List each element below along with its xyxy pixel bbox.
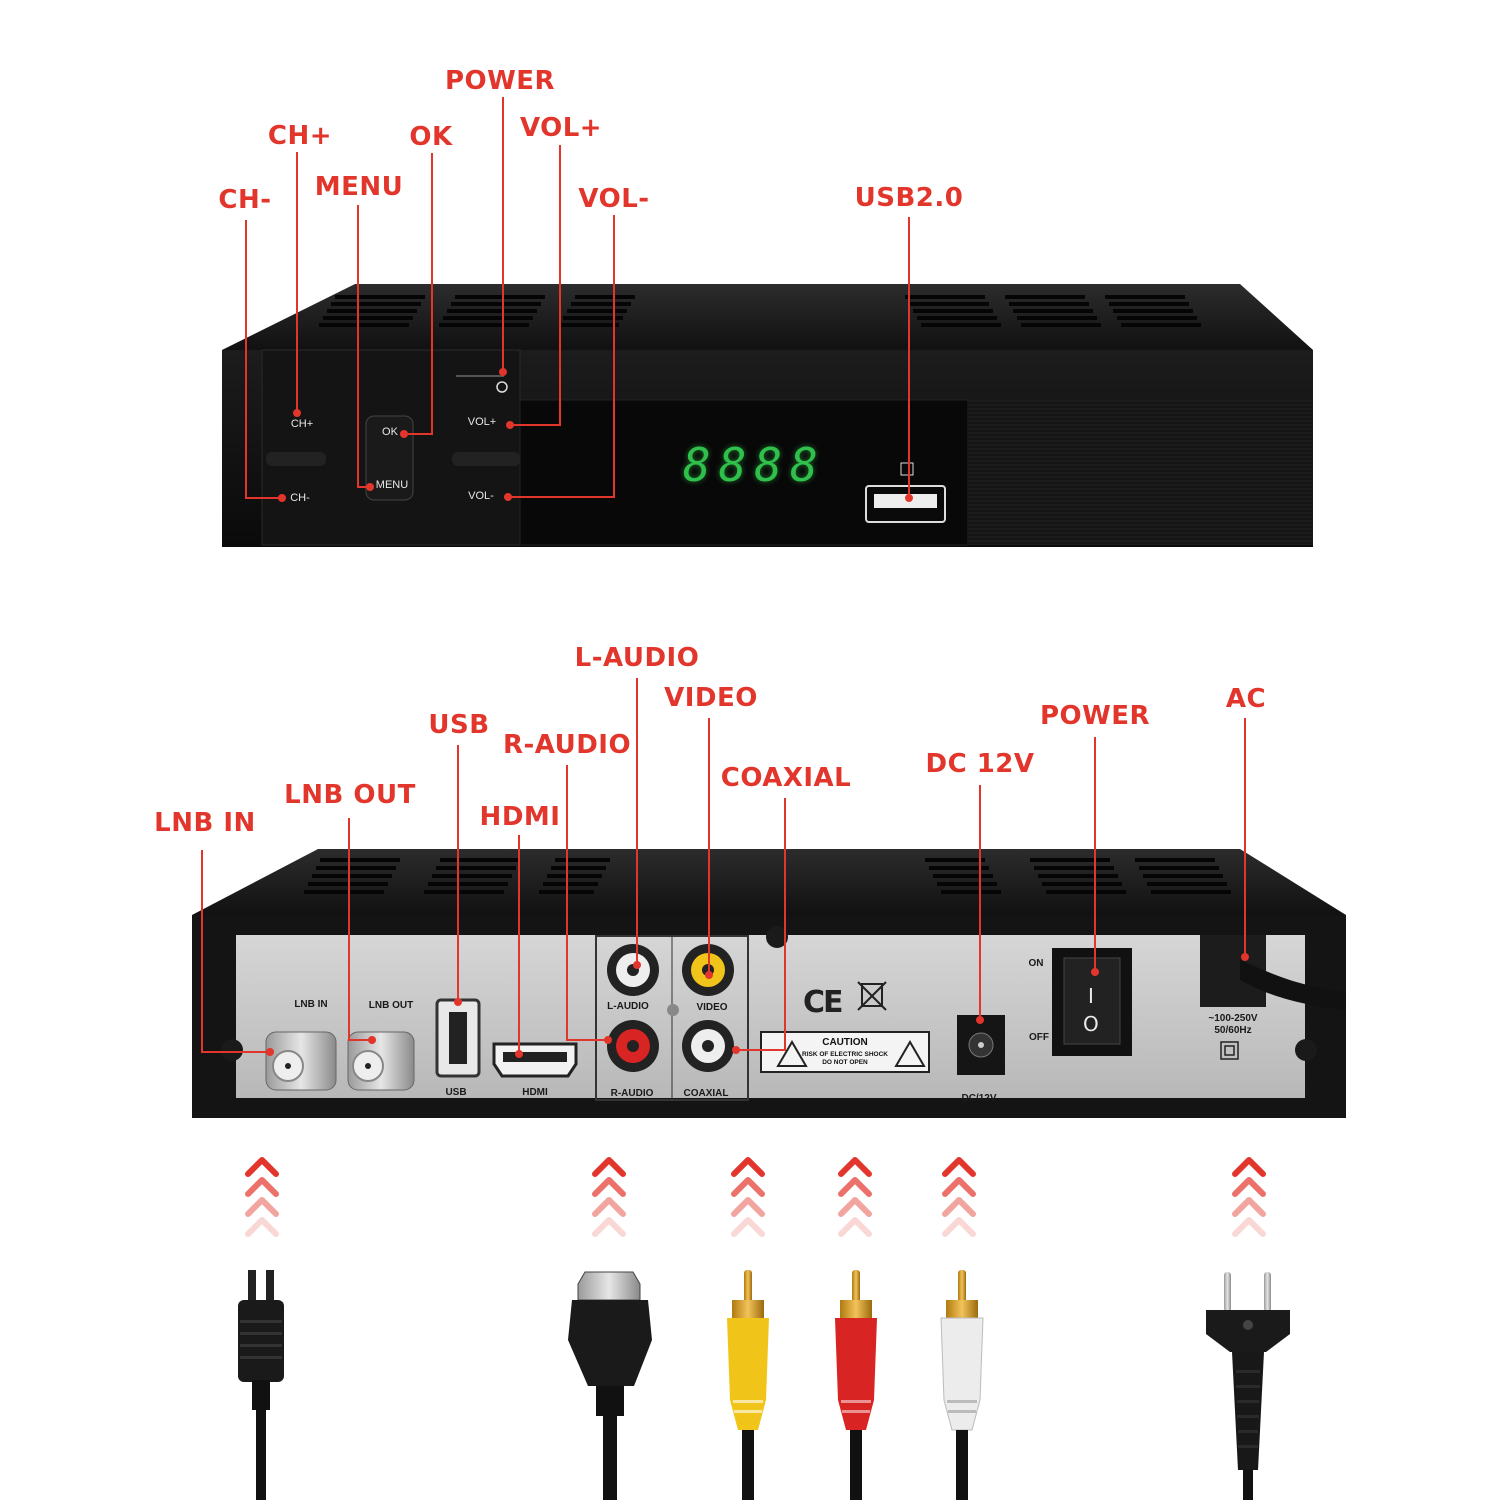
rear-vent-grilles	[304, 858, 1231, 894]
usb-icon	[900, 462, 914, 476]
label-r-audio: R-AUDIO	[610, 1088, 654, 1099]
callout-vol-plus: VOL+	[519, 113, 603, 143]
callout-power-front: POWER	[444, 66, 556, 96]
eu-power-plug-icon	[1206, 1272, 1290, 1500]
label-ch-minus: CH-	[290, 492, 310, 504]
ac-inlet[interactable]	[1200, 935, 1346, 1010]
front-vent-grilles	[319, 295, 1201, 327]
label-usb: USB	[445, 1087, 467, 1098]
front-top-cover	[222, 284, 1313, 350]
label-video: VIDEO	[696, 1002, 728, 1013]
callout-dc12v: DC 12V	[925, 749, 1035, 779]
screw-icon	[221, 1039, 243, 1061]
callout-ch-plus: CH+	[267, 121, 333, 151]
callout-lnb-out: LNB OUT	[284, 780, 416, 810]
vol-rocker-button[interactable]	[452, 452, 520, 466]
power-symbol-icon	[496, 381, 508, 393]
chevron-up-icon	[1232, 1157, 1266, 1237]
label-voltage: ~100-250V	[1208, 1013, 1258, 1024]
rear-usb-port[interactable]	[435, 998, 481, 1078]
r-audio-jack[interactable]	[607, 1020, 659, 1072]
callout-menu: MENU	[314, 172, 404, 202]
upward-chevrons	[245, 1157, 1266, 1237]
warning-triangle-icon	[894, 1040, 926, 1067]
rca-red-plug-icon	[835, 1270, 877, 1500]
front-leader-dots	[278, 368, 913, 502]
ce-mark: CE	[803, 985, 843, 1020]
callout-lnb-in: LNB IN	[154, 808, 256, 838]
label-menu: MENU	[375, 479, 409, 491]
chevron-up-icon	[731, 1157, 765, 1237]
label-lnb-in: LNB IN	[294, 999, 328, 1010]
front-receiver	[222, 284, 1313, 547]
lnb-in-connector[interactable]	[265, 1031, 337, 1091]
ch-rocker-button[interactable]	[266, 452, 326, 466]
callout-video: VIDEO	[664, 683, 758, 713]
chevron-up-icon	[592, 1157, 626, 1237]
callout-usb20: USB2.0	[854, 183, 964, 213]
rear-leader-lines	[201, 678, 1246, 1054]
callout-ok: OK	[409, 122, 453, 152]
callout-r-audio: R-AUDIO	[502, 730, 632, 760]
rca-yellow-plug-icon	[727, 1270, 769, 1500]
callout-ac: AC	[1225, 684, 1267, 714]
rear-leader-dots	[266, 953, 1249, 1058]
callout-vol-minus: VOL-	[578, 184, 650, 214]
label-vol-minus: VOL-	[468, 490, 494, 502]
caution-title: CAUTION	[822, 1037, 868, 1048]
screw-icon	[766, 926, 788, 948]
led-display: 8888	[683, 438, 826, 492]
screw-icon	[1295, 1039, 1317, 1061]
label-ch-plus: CH+	[290, 418, 314, 430]
callout-power-rear: POWER	[1039, 701, 1151, 731]
callout-usb: USB	[428, 710, 490, 740]
chevron-up-icon	[838, 1157, 872, 1237]
label-hdmi: HDMI	[522, 1087, 548, 1098]
label-vol-plus: VOL+	[467, 416, 497, 428]
rear-top-cover	[192, 849, 1346, 915]
label-l-audio: L-AUDIO	[607, 1001, 649, 1012]
warning-triangle-icon	[776, 1040, 808, 1067]
chevron-up-icon	[245, 1157, 279, 1237]
coax-f-connector-icon	[238, 1270, 284, 1500]
callout-hdmi: HDMI	[479, 802, 561, 832]
label-frequency: 50/60Hz	[1214, 1025, 1252, 1036]
switch-on-symbol: I	[1088, 984, 1094, 1008]
label-ok: OK	[382, 426, 398, 438]
rear-receiver	[192, 849, 1346, 1118]
double-insulation-icon	[1220, 1041, 1239, 1060]
callout-coaxial: COAXIAL	[720, 763, 852, 793]
hdmi-port[interactable]	[492, 1042, 578, 1078]
brushed-flap	[968, 400, 1313, 545]
dc12v-jack[interactable]	[957, 1015, 1005, 1075]
lnb-out-connector[interactable]	[347, 1031, 415, 1091]
hdmi-cable-icon	[568, 1271, 652, 1500]
label-dc12v: DC/12V	[961, 1093, 997, 1104]
callout-l-audio: L-AUDIO	[574, 643, 700, 673]
chevron-up-icon	[942, 1157, 976, 1237]
label-off: OFF	[1029, 1032, 1049, 1043]
callout-ch-minus: CH-	[218, 185, 272, 215]
label-lnb-out: LNB OUT	[368, 1000, 414, 1011]
label-on: ON	[1028, 958, 1044, 969]
switch-off-symbol: O	[1083, 1012, 1099, 1036]
coaxial-jack[interactable]	[682, 1020, 734, 1072]
weee-bin-icon	[857, 981, 887, 1011]
caution-line-2: DO NOT OPEN	[822, 1059, 868, 1066]
rca-white-plug-icon	[940, 1270, 984, 1500]
label-coaxial: COAXIAL	[683, 1088, 729, 1099]
l-audio-jack[interactable]	[607, 944, 659, 996]
caution-line-1: RISK OF ELECTRIC SHOCK	[802, 1051, 888, 1058]
ok-menu-button[interactable]	[365, 415, 414, 501]
caution-text: RISK OF ELECTRIC SHOCK DO NOT OPEN	[802, 1051, 888, 1067]
